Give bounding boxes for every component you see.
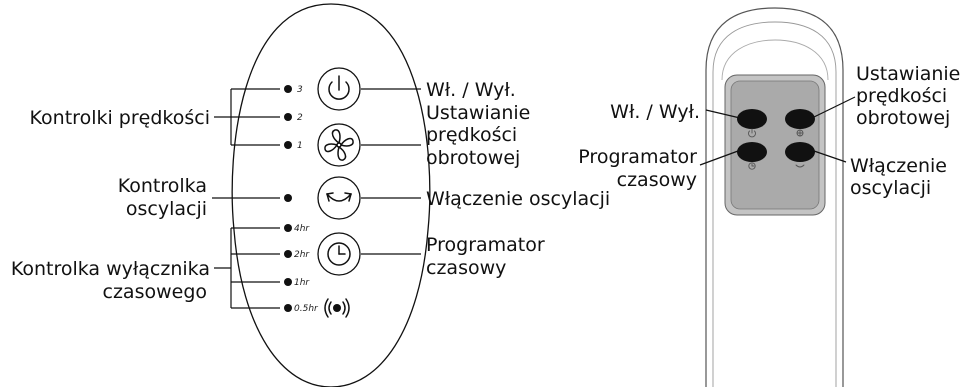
oscillation-icon (326, 192, 352, 202)
speed-level-2: 2 (297, 113, 303, 123)
remote-leader-lines (699, 96, 856, 166)
timer-level-4hr: 4hr (294, 224, 310, 234)
label-oscillation-indicator-1: Kontrolka (118, 175, 207, 197)
remote-oscillation-button[interactable] (785, 142, 815, 168)
speed-dot-2 (284, 113, 292, 121)
label-power: Wł. / Wył. (426, 79, 516, 101)
fan-icon (796, 129, 804, 137)
remote-label-oscillation-1: Włączenie (850, 155, 947, 177)
oscillation-icon (795, 164, 805, 168)
fan-speed-button[interactable] (317, 123, 361, 167)
remote-power-button[interactable] (737, 109, 767, 138)
label-speed-3: obrotowej (426, 147, 520, 169)
right-leader-lines (361, 88, 421, 255)
remote-top-arch (721, 39, 829, 81)
label-timer-indicator-2: czasowego (103, 281, 208, 303)
speed-dot-1 (284, 141, 292, 149)
timer-button[interactable] (317, 232, 361, 276)
timer-level-0-5hr: 0.5hr (294, 304, 319, 314)
clock-icon (327, 242, 351, 266)
speed-dot-3 (284, 85, 292, 93)
remote-label-speed-2: prędkości (856, 85, 947, 107)
remote-label-speed-3: obrotowej (856, 107, 950, 129)
timer-dot-1hr (284, 278, 292, 286)
label-timer-2: czasowy (426, 257, 506, 279)
timer-level-1hr: 1hr (294, 278, 310, 288)
label-timer-indicator-1: Kontrolka wyłącznika (11, 258, 210, 280)
fan-icon (324, 129, 354, 161)
control-panel: 3 2 1 4hr 2hr 1hr 0.5hr (231, 3, 431, 387)
power-icon (328, 75, 350, 100)
timer-dot-2hr (284, 250, 292, 258)
remote-timer-button[interactable] (737, 142, 767, 170)
label-speed-1: Ustawianie (426, 102, 530, 124)
sound-icon (324, 298, 350, 318)
left-leader-lines (212, 88, 280, 309)
oscillation-indicator-dot (284, 194, 292, 202)
remote-speed-button[interactable] (785, 109, 815, 137)
remote-label-timer-1: Programator (578, 146, 697, 168)
label-oscillation: Włączenie oscylacji (426, 188, 610, 210)
label-speed-2: prędkości (426, 124, 517, 146)
label-oscillation-indicator-2: oscylacji (126, 198, 207, 220)
clock-icon (748, 162, 756, 170)
remote-label-speed-1: Ustawianie (856, 63, 960, 85)
handheld-remote (705, 7, 844, 387)
timer-level-2hr: 2hr (294, 250, 310, 260)
power-icon (748, 128, 756, 138)
label-speed-indicators: Kontrolki prędkości (30, 107, 210, 129)
timer-indicators: 4hr 2hr 1hr 0.5hr (284, 224, 319, 314)
speed-level-3: 3 (297, 85, 303, 95)
oscillation-button[interactable] (317, 176, 361, 220)
remote-label-oscillation-2: oscylacji (850, 177, 931, 199)
speed-indicators: 3 2 1 (284, 85, 303, 151)
speed-level-1: 1 (297, 141, 303, 151)
timer-dot-0-5hr (284, 304, 292, 312)
power-button[interactable] (317, 67, 361, 111)
timer-dot-4hr (284, 224, 292, 232)
remote-label-power: Wł. / Wył. (610, 101, 700, 123)
remote-label-timer-2: czasowy (617, 169, 697, 191)
label-timer-1: Programator (426, 234, 545, 256)
